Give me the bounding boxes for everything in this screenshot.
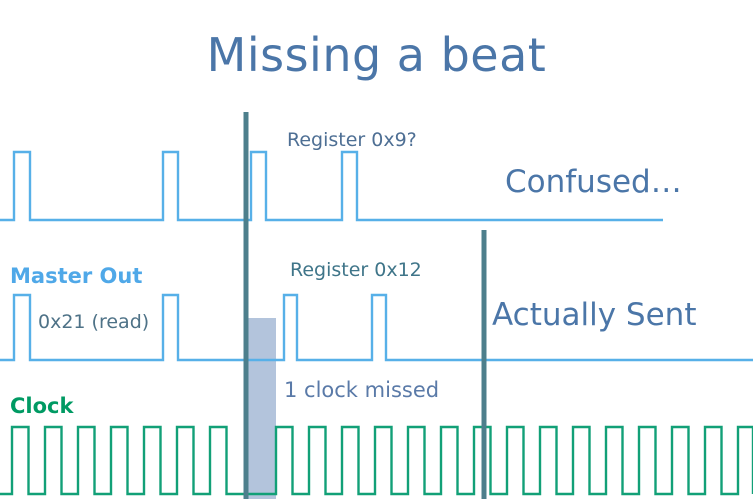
page-title: Missing a beat <box>206 28 547 82</box>
annotation-register-confused: Register 0x9? <box>287 129 417 151</box>
annotation-confused: Confused… <box>505 164 682 200</box>
missed-clock-band <box>246 318 276 499</box>
annotation-actually-sent: Actually Sent <box>492 297 697 333</box>
confused-signal-trace <box>0 150 663 222</box>
highlight-band-group <box>246 318 276 499</box>
master-out-waveform-path <box>0 293 753 362</box>
signal-label-master-out: Master Out <box>10 264 143 288</box>
signal-label-clock: Clock <box>10 394 74 418</box>
annotation-read-command: 0x21 (read) <box>38 311 150 333</box>
master-out-signal-trace <box>0 293 753 362</box>
annotation-register-sent: Register 0x12 <box>290 259 422 281</box>
confused-waveform-path <box>0 150 663 222</box>
clock-signal-trace <box>0 425 753 496</box>
marker-line-group <box>243 112 487 499</box>
clock-waveform-path <box>0 425 753 496</box>
annotation-clock-missed: 1 clock missed <box>284 378 440 402</box>
